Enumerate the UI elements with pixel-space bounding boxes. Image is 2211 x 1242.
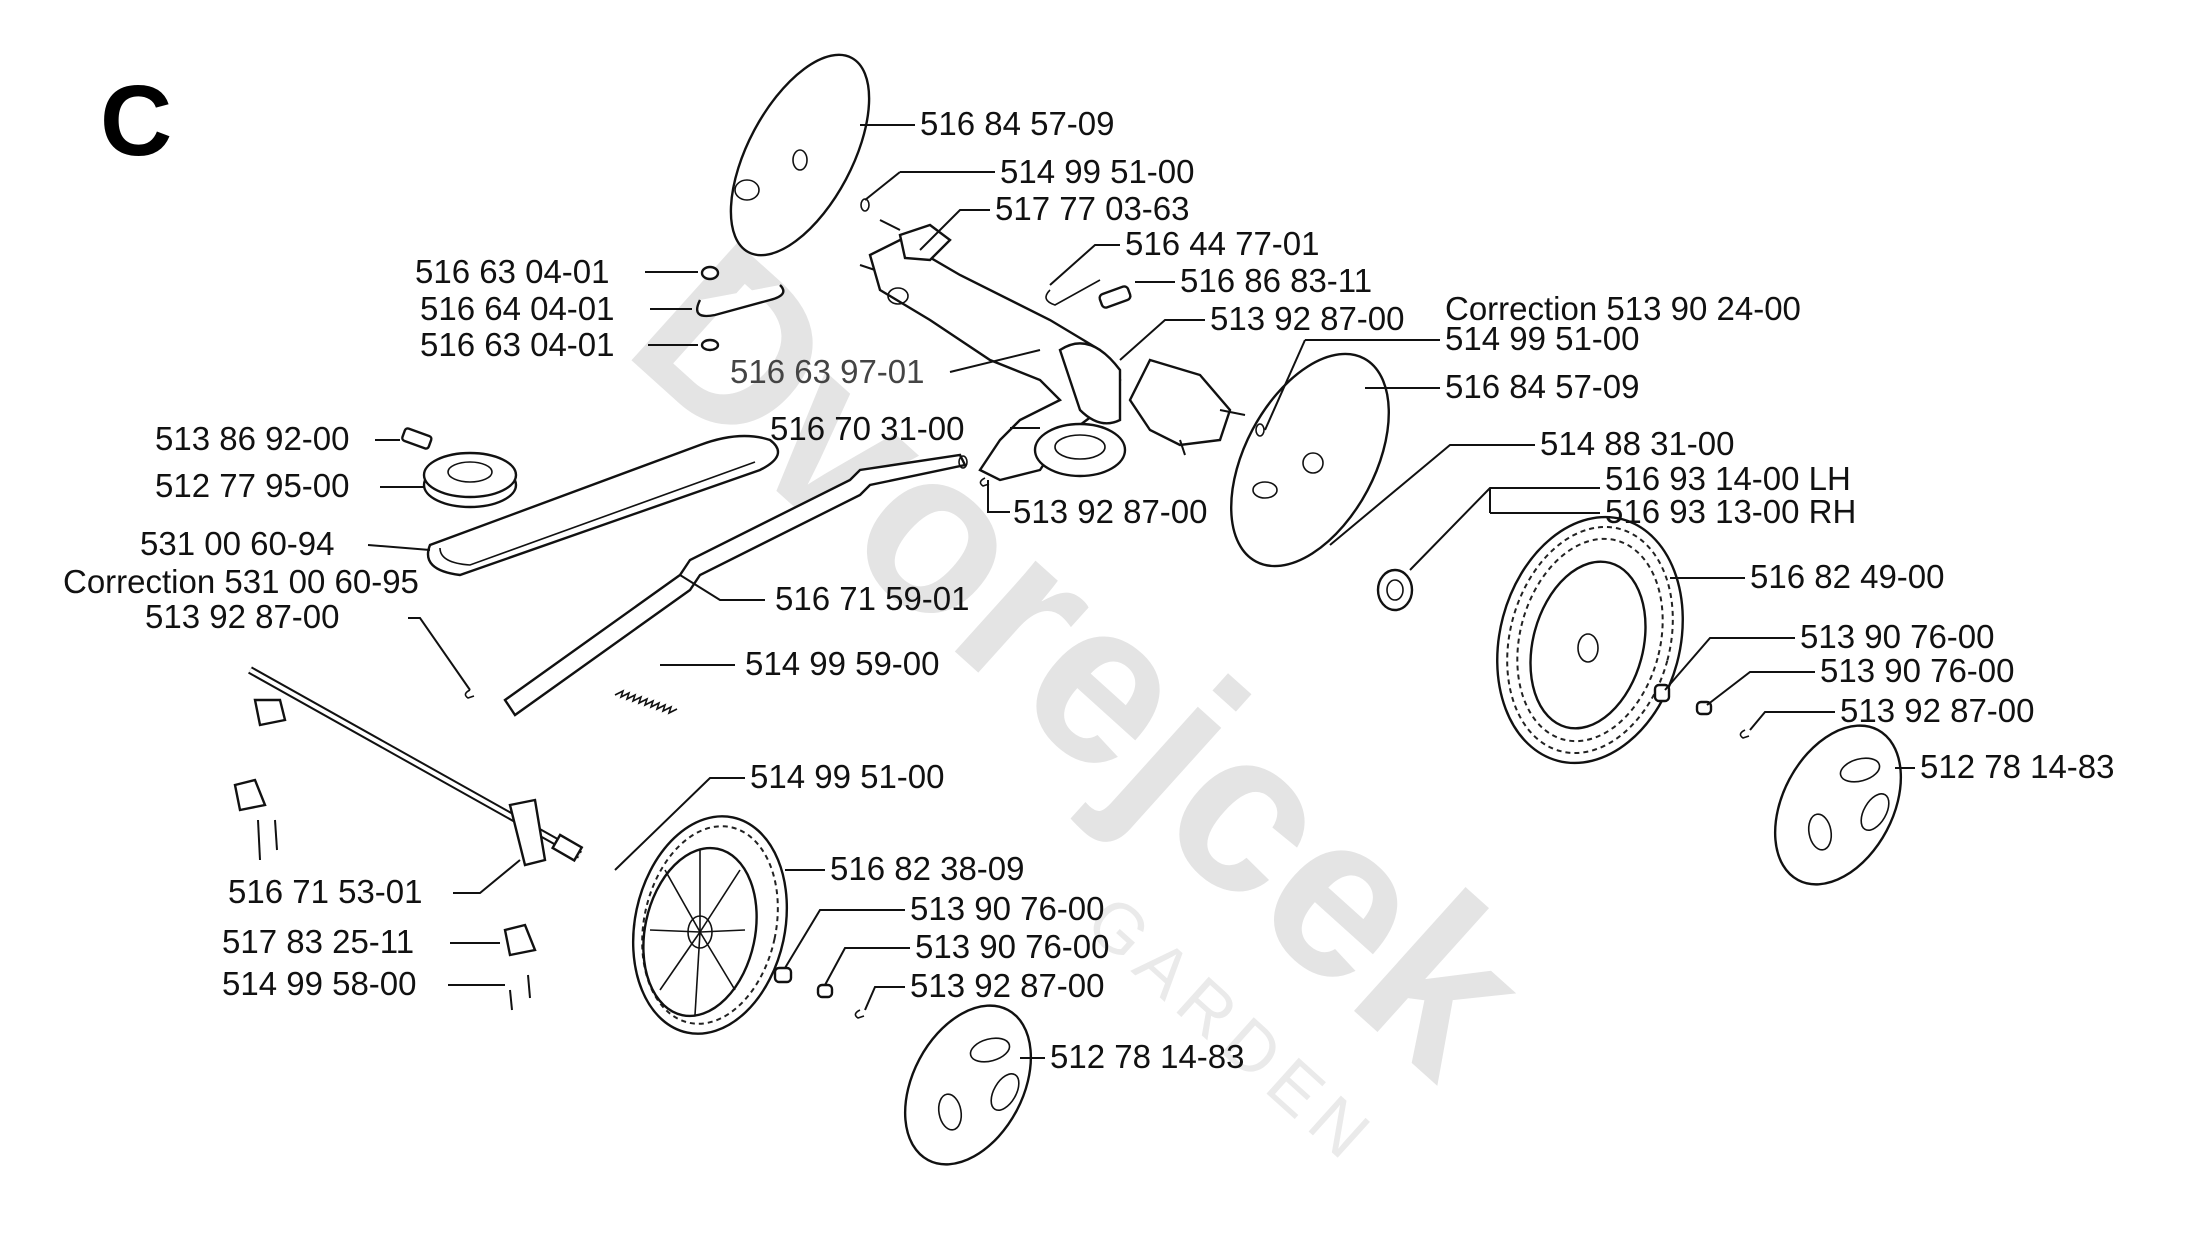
label-screws: 514 99 58-00 [222,965,417,1002]
tension-spring-drawing [614,689,678,715]
pin-top-drawing [860,198,870,212]
lever-clip-drawing [695,265,785,352]
label-roll-pin: 516 86 83-11 [1180,262,1372,299]
label-spring-516-44: 516 44 77-01 [1125,225,1320,262]
hairpin-clip-2-drawing [979,477,990,487]
roll-pin-drawing [1098,285,1132,309]
label-key: 513 86 92-00 [155,420,350,457]
label-clip-lower: 516 63 04-01 [420,326,615,363]
bracket-left-drawing [233,778,278,861]
hubcap-right-drawing [1773,724,1903,886]
hairpin-clip-right-drawing [1739,729,1750,739]
label-pulley: 512 77 95-00 [155,467,350,504]
hubcap-left-drawing [903,1004,1033,1166]
label-control-rod: 516 71 59-01 [775,580,970,617]
label-hubcap-left: 512 78 14-83 [1050,1038,1245,1075]
label-pin-right: 514 99 51-00 [1445,320,1640,357]
label-tension-spring: 514 99 59-00 [745,645,940,682]
label-bushing-left-2: 513 90 76-00 [915,928,1110,965]
screws-lower-drawing [509,974,531,1011]
label-left-wheel: 516 82 38-09 [830,850,1025,887]
label-gearbox-shaft: 516 63 97-01 [730,353,925,390]
label-gearbox: 516 70 31-00 [770,410,965,447]
label-pinion: 514 88 31-00 [1540,425,1735,462]
label-pin-left: 514 99 51-00 [750,758,945,795]
label-bracket-lower: 517 83 25-11 [222,923,414,960]
label-correction-belt: Correction 531 00 60-95 [63,563,419,600]
section-letter: C [100,65,172,177]
part-labels: 516 84 57-09 514 99 51-00 517 77 03-63 5… [63,105,2115,1075]
label-hairpin-right: 513 92 87-00 [1840,692,2035,729]
label-hairpin-gearbox: 513 92 87-00 [1210,300,1405,337]
drive-belt-drawing [426,434,780,577]
label-hairpin-left: 513 92 87-00 [910,967,1105,1004]
label-pin-top: 514 99 51-00 [1000,153,1195,190]
label-belt: 531 00 60-94 [140,525,335,562]
pinion-drawing [1376,568,1414,612]
label-right-wheel: 516 82 49-00 [1750,558,1945,595]
label-clip-upper: 516 63 04-01 [415,253,610,290]
hairpin-clip-1-drawing [464,689,475,699]
label-hairpin-axle: 513 92 87-00 [145,598,340,635]
spring-clip-drawing [1045,279,1101,306]
label-lever-clip: 516 64 04-01 [420,290,615,327]
hairpin-clip-left-drawing [854,1009,865,1019]
label-bracket-517-77: 517 77 03-63 [995,190,1190,227]
bushing-left-1-drawing [773,966,793,984]
left-wheel-spokes-drawing [649,850,746,1016]
label-bushing-right-1: 513 90 76-00 [1800,618,1995,655]
label-bushing-right-2: 513 90 76-00 [1820,652,2015,689]
label-hairpin-rod: 513 92 87-00 [1013,493,1208,530]
bracket-lower-drawing [503,923,537,957]
label-gear-lh: 516 93 14-00 LH [1605,460,1851,497]
pulley-drawing [422,451,518,509]
rear-axle-drawing [248,666,584,867]
hubcap-disc-top-drawing [729,53,871,257]
hubcap-disc-right-drawing [1230,352,1390,568]
key-drawing [401,427,433,450]
right-wheel-drawing [1496,515,1684,765]
label-hubcap-disc-right: 516 84 57-09 [1445,368,1640,405]
label-gear-rh: 516 93 13-00 RH [1605,493,1856,530]
control-rod-drawing [503,453,968,717]
label-bushing-left-1: 513 90 76-00 [910,890,1105,927]
label-hubcap-disc-top: 516 84 57-09 [920,105,1115,142]
bushing-left-2-drawing [816,983,834,999]
label-hubcap-right: 512 78 14-83 [1920,748,2115,785]
label-correction-513-90: Correction 513 90 24-00 [1445,290,1801,327]
leader-lines [367,124,1915,1059]
label-rear-axle: 516 71 53-01 [228,873,423,910]
left-wheel-drawing [631,815,789,1035]
pin-right-drawing [1255,423,1265,437]
